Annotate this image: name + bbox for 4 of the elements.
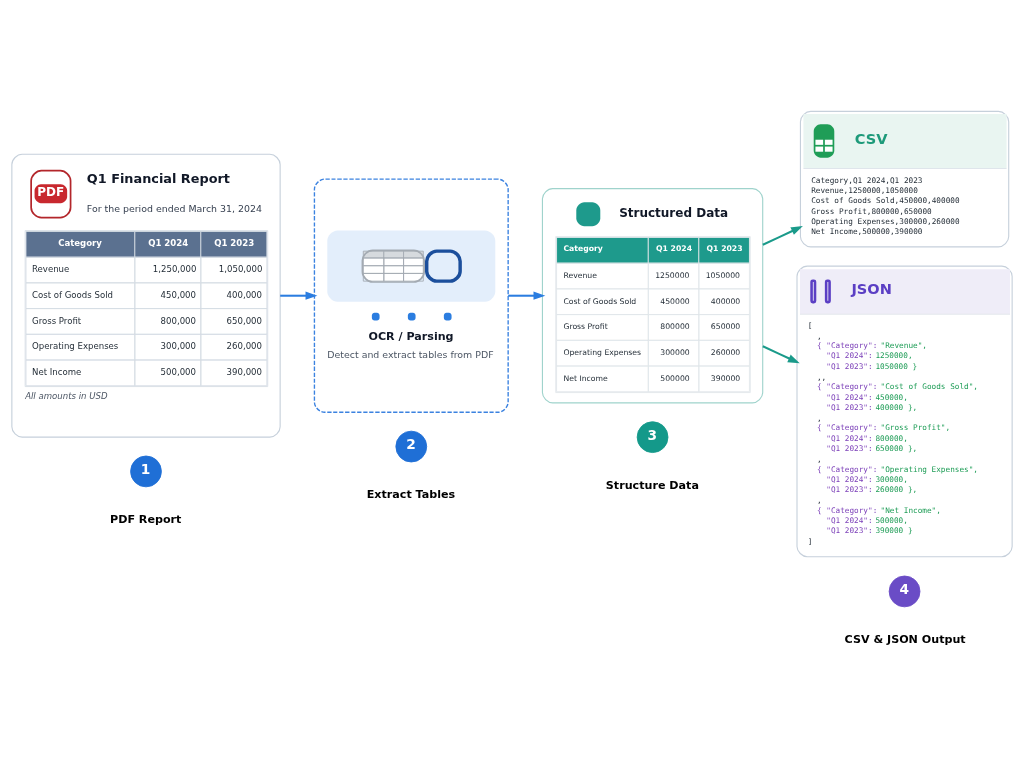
node-label: Extract Tables [366,488,456,502]
node-label: Structure Data [605,478,699,492]
node-label: PDF Report [110,513,182,527]
node-label: CSV & JSON Output [844,633,966,647]
